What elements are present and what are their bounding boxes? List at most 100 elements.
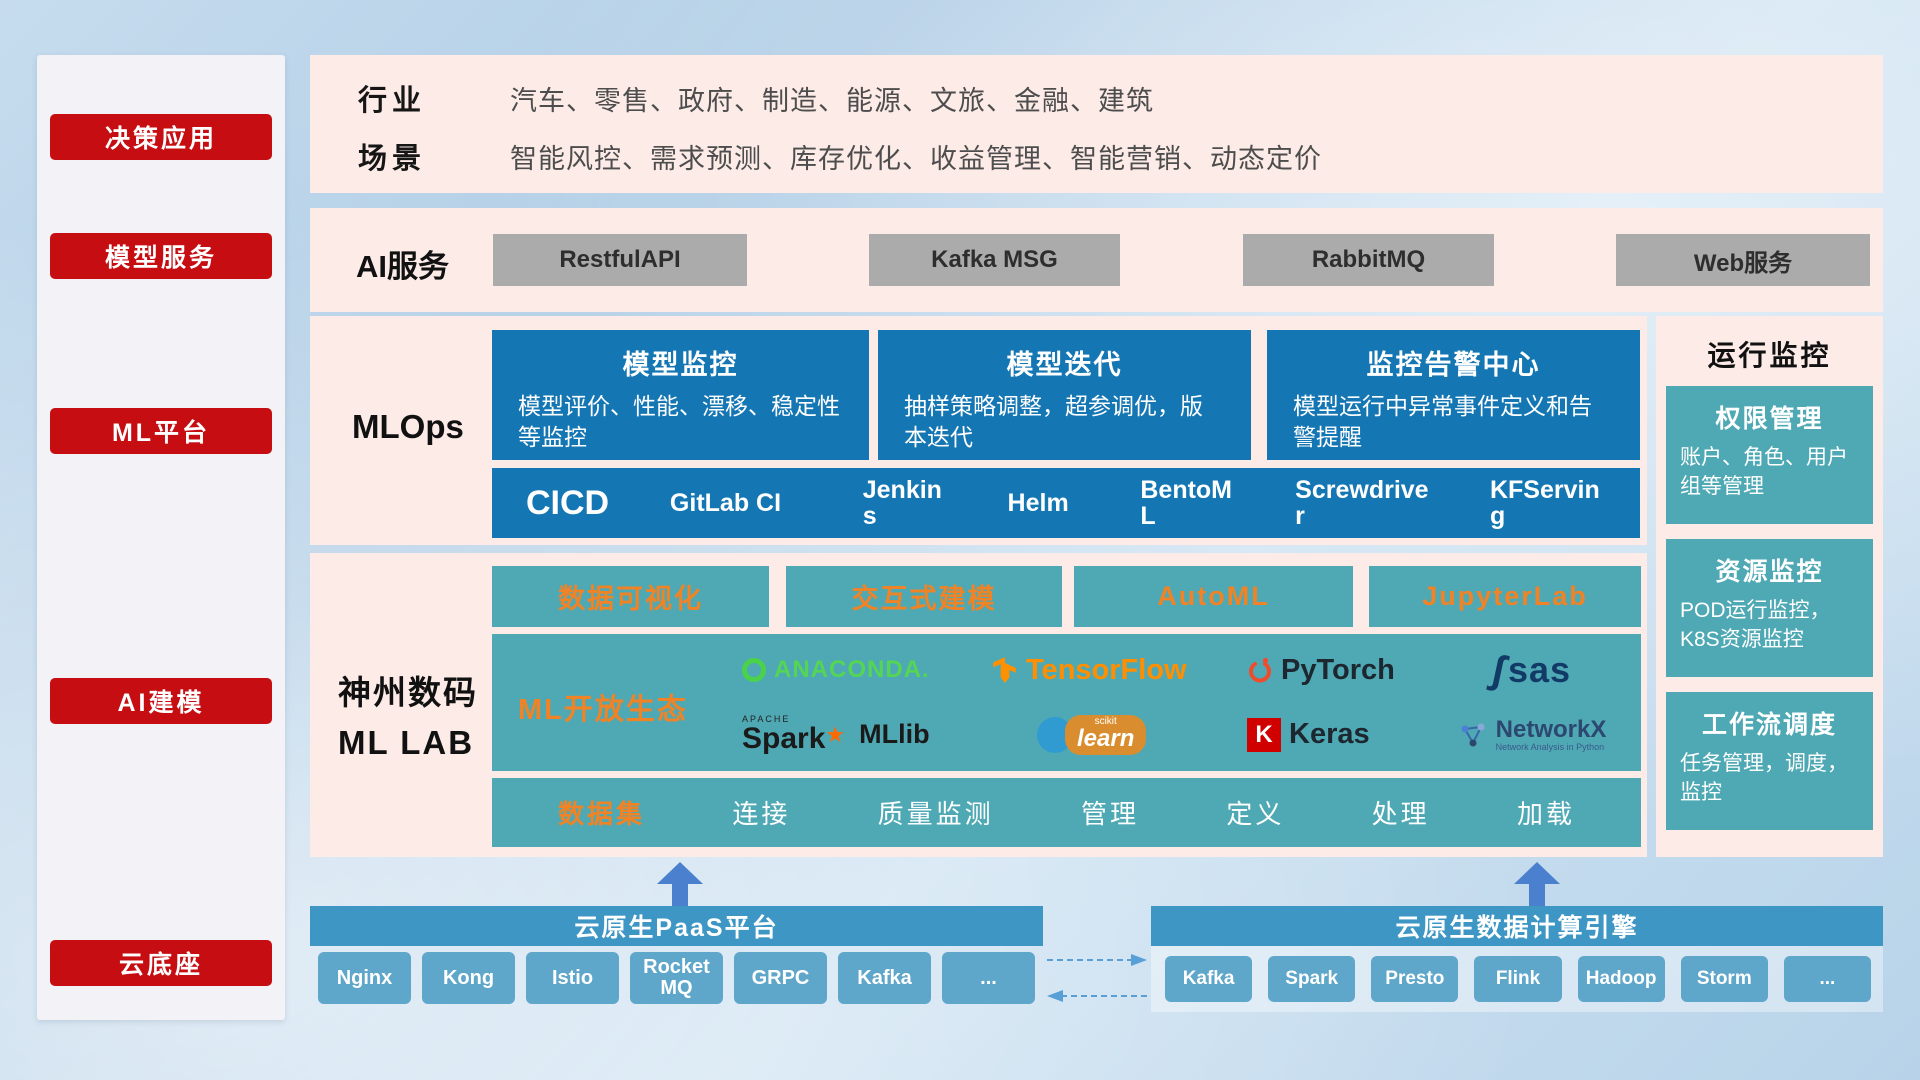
networkx-wordmark: NetworkX Network Analysis in Python xyxy=(1495,715,1607,752)
cicd-item-jenkins: Jenkins xyxy=(862,475,942,530)
card-title: 模型迭代 xyxy=(1006,350,1123,380)
industry-label: 行业 xyxy=(358,85,427,117)
networkx-icon xyxy=(1461,723,1485,747)
tool-jupyterlab: JupyterLab xyxy=(1369,566,1641,627)
card-title: 监控告警中心 xyxy=(1366,350,1541,380)
dataset-item-quality: 质量监测 xyxy=(877,799,994,829)
dashed-exchange-arrows xyxy=(1047,954,1147,1002)
cicd-bar: CICD GitLab CI Jenkins Helm BentoML Scre… xyxy=(492,468,1640,538)
pytorch-icon xyxy=(1249,658,1271,683)
ai-service-restfulapi: RestfulAPI xyxy=(493,234,747,286)
ml-ecosystem-label: ML开放生态 xyxy=(518,694,688,726)
scenario-list: 智能风控、需求预测、库存优化、收益管理、智能营销、动态定价 xyxy=(510,143,1322,174)
sas-wordmark: sas xyxy=(1507,649,1572,691)
spark-apache-label: APACHE xyxy=(742,714,791,725)
card-title: 权限管理 xyxy=(1715,405,1824,433)
keras-logo: K Keras xyxy=(1222,717,1437,752)
sidebar-item-ml-platform: ML平台 xyxy=(50,408,272,454)
left-sidebar: 决策应用 模型服务 ML平台 AI建模 云底座 xyxy=(37,55,285,1020)
card-desc: 抽样策略调整，超参调优，版本迭代 xyxy=(904,393,1203,451)
dataset-item-define: 定义 xyxy=(1226,799,1285,829)
sidebar-item-decision-apps: 决策应用 xyxy=(50,114,272,160)
resource-monitoring-card: 资源监控 POD运行监控，K8S资源监控 xyxy=(1666,539,1873,677)
cicd-title: CICD xyxy=(526,483,610,522)
runtime-monitoring-panel: 运行监控 权限管理 账户、角色、用户组等管理 资源监控 POD运行监控，K8S资… xyxy=(1656,316,1883,857)
engine-item-presto: Presto xyxy=(1371,956,1459,1002)
paas-item-kong: Kong xyxy=(422,952,515,1004)
scenario-label: 场景 xyxy=(358,143,427,175)
engine-item-spark: Spark xyxy=(1268,956,1356,1002)
anaconda-icon xyxy=(742,658,766,683)
card-title: 模型监控 xyxy=(622,350,739,380)
spark-mllib-logo: APACHE Spark★ MLlib xyxy=(717,715,967,754)
industry-row: 行业 汽车、零售、政府、制造、能源、文旅、金融、建筑 xyxy=(358,77,1154,119)
sas-logo: ∫ sas xyxy=(1437,647,1627,693)
card-title: 工作流调度 xyxy=(1701,711,1837,739)
mlops-panel: MLOps 模型监控 模型评价、性能、漂移、稳定性等监控 模型迭代 抽样策略调整… xyxy=(310,316,1647,545)
dataset-item-process: 处理 xyxy=(1371,799,1430,829)
sas-icon: ∫ xyxy=(1488,647,1509,693)
cicd-item-gitlab: GitLab CI xyxy=(669,488,782,517)
workflow-scheduling-card: 工作流调度 任务管理，调度，监控 xyxy=(1666,692,1873,830)
cicd-item-helm: Helm xyxy=(1007,488,1069,517)
scikit-learn-wordmark: scikit learn xyxy=(1065,714,1147,755)
keras-icon: K xyxy=(1247,717,1281,752)
tool-automl: AutoML xyxy=(1074,566,1353,627)
card-title: 资源监控 xyxy=(1715,558,1824,586)
card-desc: 任务管理，调度，监控 xyxy=(1680,752,1848,805)
up-arrow-right xyxy=(1514,862,1560,906)
data-engine-bar: 云原生数据计算引擎 xyxy=(1151,906,1883,946)
tool-interactive-modeling: 交互式建模 xyxy=(786,566,1062,627)
anaconda-wordmark: ANACONDA. xyxy=(774,656,930,684)
ai-service-rabbitmq: RabbitMQ xyxy=(1243,234,1494,286)
ai-service-kafka-msg: Kafka MSG xyxy=(869,234,1120,286)
dataset-item-manage: 管理 xyxy=(1080,799,1139,829)
paas-item-nginx: Nginx xyxy=(318,952,411,1004)
permission-mgmt-card: 权限管理 账户、角色、用户组等管理 xyxy=(1666,386,1873,524)
networkx-logo: NetworkX Network Analysis in Python xyxy=(1437,715,1627,753)
dataset-item-load: 加载 xyxy=(1516,799,1575,829)
dataset-title: 数据集 xyxy=(558,799,646,829)
engine-components-row: Kafka Spark Presto Flink Hadoop Storm ..… xyxy=(1165,956,1871,1002)
engine-item-flink: Flink xyxy=(1474,956,1562,1002)
paas-platform-bar: 云原生PaaS平台 xyxy=(310,906,1043,946)
paas-item-more: ... xyxy=(942,952,1035,1004)
ml-lab-panel: 神州数码 ML LAB 数据可视化 交互式建模 AutoML JupyterLa… xyxy=(310,553,1647,857)
industry-list: 汽车、零售、政府、制造、能源、文旅、金融、建筑 xyxy=(510,85,1154,116)
paas-item-istio: Istio xyxy=(526,952,619,1004)
cicd-item-kfserving: KFServing xyxy=(1489,475,1600,530)
ai-services-panel: AI服务 RestfulAPI Kafka MSG RabbitMQ Web服务 xyxy=(310,208,1883,312)
keras-wordmark: Keras xyxy=(1289,718,1370,751)
card-desc: 账户、角色、用户组等管理 xyxy=(1680,446,1848,499)
dataset-item-connect: 连接 xyxy=(732,799,791,829)
alert-center-card: 监控告警中心 模型运行中异常事件定义和告警提醒 xyxy=(1267,330,1640,460)
anaconda-logo: ANACONDA. xyxy=(717,656,967,684)
sidebar-item-ai-modeling: AI建模 xyxy=(50,678,272,724)
engine-item-storm: Storm xyxy=(1680,956,1768,1002)
scikit-learn-logo: scikit learn xyxy=(967,714,1222,755)
paas-item-grpc: GRPC xyxy=(734,952,827,1004)
ml-lab-label: 神州数码 ML LAB xyxy=(338,668,478,767)
sidebar-item-model-services: 模型服务 xyxy=(50,233,272,279)
up-arrow-left xyxy=(657,862,703,906)
paas-components-row: Nginx Kong Istio RocketMQ GRPC Kafka ... xyxy=(318,952,1035,1004)
engine-item-kafka: Kafka xyxy=(1165,956,1253,1002)
card-desc: 模型运行中异常事件定义和告警提醒 xyxy=(1293,393,1592,451)
tool-data-visualization: 数据可视化 xyxy=(492,566,769,627)
paas-item-kafka: Kafka xyxy=(838,952,931,1004)
paas-item-rocketmq: RocketMQ xyxy=(630,952,723,1004)
spark-wordmark: APACHE Spark★ xyxy=(742,714,846,756)
spark-star-icon: ★ xyxy=(825,722,846,748)
pytorch-wordmark: PyTorch xyxy=(1281,653,1395,686)
engine-item-more: ... xyxy=(1783,956,1871,1002)
industry-scenario-panel: 行业 汽车、零售、政府、制造、能源、文旅、金融、建筑 场景 智能风控、需求预测、… xyxy=(310,55,1883,193)
model-iteration-card: 模型迭代 抽样策略调整，超参调优，版本迭代 xyxy=(878,330,1251,460)
cicd-item-screwdriver: Screwdriver xyxy=(1295,475,1429,530)
tensorflow-icon xyxy=(993,657,1016,684)
ml-ecosystem-logos: ANACONDA. TensorFlow PyTorch ∫ sas xyxy=(717,638,1627,767)
tensorflow-logo: TensorFlow xyxy=(967,654,1222,687)
runtime-monitoring-title: 运行监控 xyxy=(1707,340,1832,371)
card-desc: 模型评价、性能、漂移、稳定性等监控 xyxy=(518,393,840,451)
pytorch-logo: PyTorch xyxy=(1222,654,1437,687)
ai-service-web: Web服务 xyxy=(1616,234,1870,286)
